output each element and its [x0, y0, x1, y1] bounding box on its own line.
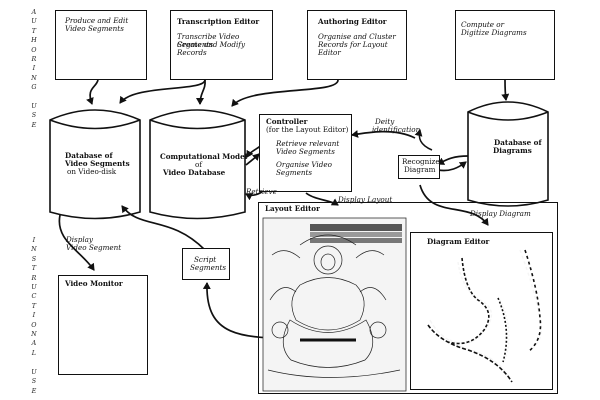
layout-editor-window: Layout Editor: [258, 202, 558, 394]
video-monitor-title: Video Monitor: [65, 279, 123, 288]
produce-line2: Video Segments: [65, 24, 124, 33]
controller-title2: (for the Layout Editor): [266, 125, 349, 134]
diagramdb-line1: Database of: [494, 138, 542, 147]
authoring-line2: Records for Layout Editor: [318, 40, 388, 58]
arrow-retrieve: [245, 191, 263, 201]
compute-line2: Digitize Diagrams: [461, 28, 527, 37]
diagramdb-line2: Diagrams: [493, 146, 532, 155]
recognize-line1: Recognize: [402, 157, 440, 166]
videodb-line1: Database of: [65, 151, 113, 160]
controller-item2a: Organise Video: [276, 160, 332, 169]
controller-item1a: Retrieve relevant: [276, 139, 340, 148]
database-video-segments-cylinder: [49, 109, 141, 220]
script-segments-box: Script Segments: [182, 248, 230, 280]
transcription-title: Transcription Editor: [177, 17, 260, 26]
diagram-editor-window: Diagram Editor: [410, 232, 553, 390]
compdb-line2: of: [195, 160, 202, 169]
script-line1: Script: [194, 255, 217, 264]
script-line2: Segments: [190, 263, 227, 272]
arrow-deity-to-controller: [351, 130, 416, 139]
diagram-editor-title: Diagram Editor: [427, 237, 490, 246]
label-display-line2: Video Segment: [66, 243, 122, 252]
arrow-transcription-to-videodb: [119, 79, 206, 104]
compdb-line1: Computational Model: [160, 152, 248, 161]
label-display-line1: Display: [66, 235, 93, 244]
videodb-line2: Video Segments: [65, 159, 130, 168]
produce-line1: Produce and Edit: [65, 16, 129, 25]
label-retrieve: Retrieve: [246, 187, 277, 196]
database-diagrams-cylinder: [467, 101, 549, 207]
compdb-line3: Video Database: [163, 168, 226, 177]
transcription-line2: Create and Modify Records: [177, 40, 246, 58]
compute-diagrams-box: Compute or Digitize Diagrams: [455, 10, 555, 80]
produce-video-box: Produce and Edit Video Segments: [55, 10, 147, 80]
authoring-editor-box: Authoring Editor Organise and Cluster Re…: [307, 10, 407, 80]
arrow-produce-to-videodb: [86, 79, 99, 105]
controller-item1b: Video Segments: [276, 147, 335, 156]
label-deity-line2: identification: [372, 125, 421, 134]
video-monitor-box: Video Monitor: [58, 275, 148, 375]
arrow-display-layout: [305, 192, 339, 206]
deity-illustration: [262, 217, 407, 392]
arrow-videodb-to-monitor: [58, 214, 95, 271]
layout-editor-title: Layout Editor: [265, 204, 320, 213]
label-display-layout: Display Layout: [338, 195, 393, 204]
arrow-script-to-videodb: [121, 205, 206, 251]
arrow-compdb-to-controller: [245, 153, 260, 166]
controller-title1: Controller: [266, 117, 308, 126]
arrow-transcription-to-compdb: [196, 79, 206, 105]
controller-box: Controller (for the Layout Editor) Retri…: [259, 114, 352, 192]
label-display-diagram: Display Diagram: [470, 209, 531, 218]
authoring-title: Authoring Editor: [318, 17, 387, 26]
arrow-compute-to-diagramdb: [501, 79, 510, 101]
transcription-line1: Transcribe Video Segments: [177, 32, 240, 50]
videodb-line3: on Video-disk: [67, 167, 117, 176]
transcription-editor-box: Transcription Editor Transcribe Video Se…: [170, 10, 273, 80]
compute-line1: Compute or: [461, 20, 505, 29]
label-deity-line1: Deity: [375, 117, 395, 126]
arrow-recognize-to-diagramdb: [437, 161, 467, 172]
controller-item2b: Segments: [276, 168, 313, 177]
authoring-line1: Organise and Cluster: [318, 32, 396, 41]
arrow-authoring-to-compdb: [231, 79, 339, 107]
recognize-diagram-box: Recognize Diagram: [398, 155, 440, 179]
database-computational-cylinder: [149, 109, 246, 220]
arrow-display-diagram: [419, 184, 489, 226]
arrow-recognize-to-layout: [414, 129, 433, 151]
recognize-line2: Diagram: [404, 165, 436, 174]
